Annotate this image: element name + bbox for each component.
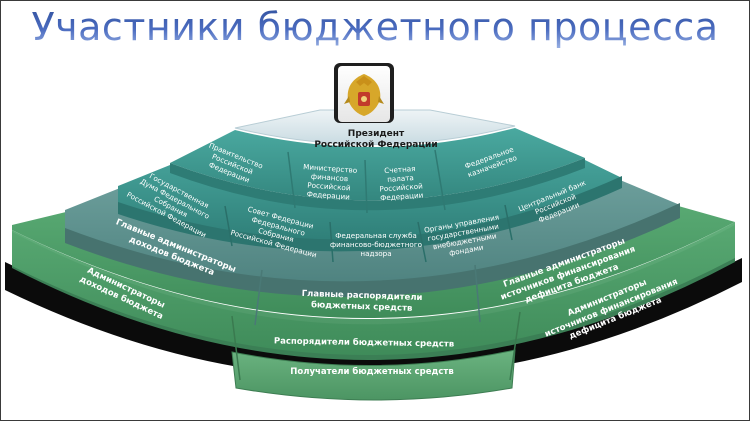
tier1-item-minfin: Министерство финансов Российской Федерац… — [303, 162, 358, 201]
tier1-item-accounts-chamber: Счетная палата Российской Федерации — [379, 164, 424, 203]
svg-text:Главные распорядители: Главные распорядители — [302, 289, 423, 303]
svg-text:финансово-бюджетного: финансово-бюджетного — [330, 240, 422, 249]
svg-text:Федерации: Федерации — [306, 189, 350, 201]
tier5-item-budget-recipients: Получатели бюджетных средств — [290, 366, 453, 377]
svg-text:надзора: надзора — [360, 249, 391, 258]
svg-text:Счетная: Счетная — [384, 164, 416, 175]
coat-of-arms-icon — [344, 74, 384, 116]
emblem-card — [334, 63, 394, 123]
svg-text:Федерации: Федерации — [380, 190, 424, 202]
svg-text:бюджетных средств: бюджетных средств — [311, 299, 413, 314]
tier3-item-chief-budget-managers: Главные распорядители бюджетных средств — [302, 289, 423, 314]
apex-label-line2: Российской Федерации — [314, 140, 437, 150]
tier2-item-fin-supervision: Федеральная служба финансово-бюджетного … — [330, 231, 422, 258]
tier1-band — [170, 128, 585, 201]
diagram-shadow — [5, 258, 742, 379]
slide-title: Участники бюджетного процесса — [0, 4, 750, 50]
tier3-band — [65, 180, 680, 284]
apex-label-line1: Президент — [348, 129, 405, 139]
tier5-band — [231, 349, 516, 401]
svg-text:палата: палата — [387, 173, 414, 184]
svg-text:Российской: Российской — [307, 180, 351, 192]
svg-text:Федеральная служба: Федеральная служба — [335, 231, 417, 240]
svg-text:финансов: финансов — [311, 172, 349, 184]
svg-text:Министерство: Министерство — [303, 162, 358, 175]
tier4-item-budget-managers: Распорядители бюджетных средств — [274, 335, 454, 349]
svg-text:Распорядители бюджетных средст: Распорядители бюджетных средств — [274, 335, 454, 349]
apex-band — [234, 109, 516, 145]
svg-text:Российской: Российской — [379, 181, 423, 193]
